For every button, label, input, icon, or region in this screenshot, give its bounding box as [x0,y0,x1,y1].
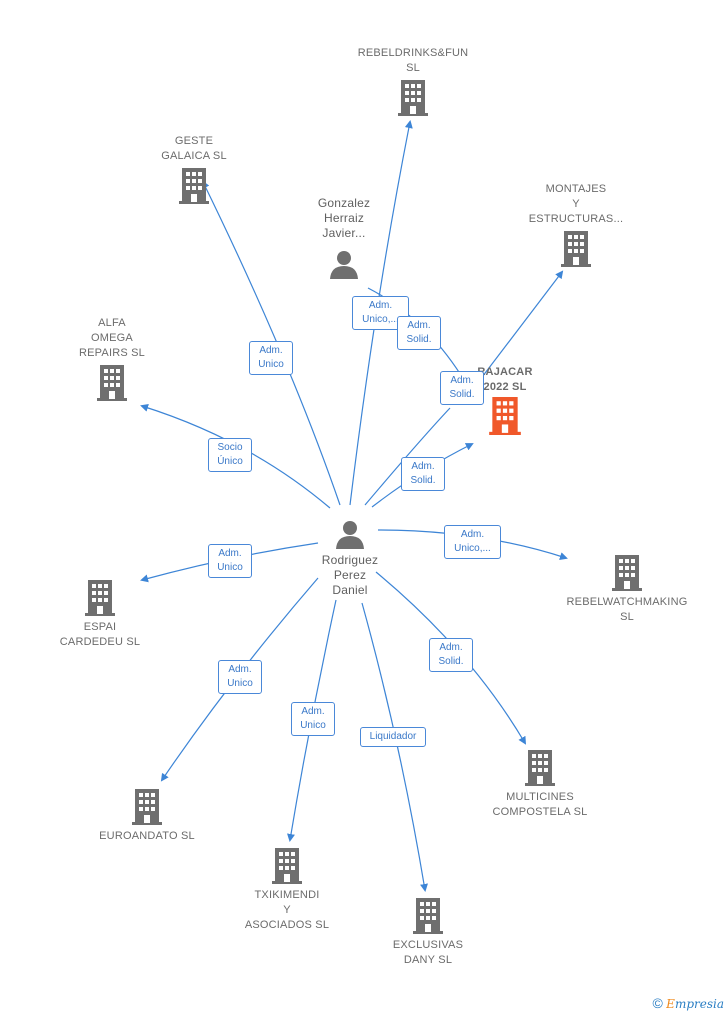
building-icon [489,397,521,435]
building-icon [97,365,127,401]
company-name: MONTAJES Y ESTRUCTURAS... [528,183,624,225]
company-name: RAJACAR 2022 SL [477,366,533,393]
person-name: Rodriguez Perez Daniel [321,553,379,597]
company-rebeldrinks[interactable]: REBELDRINKS&FUN SL [348,46,478,116]
relation-label-rebeldrinks[interactable]: Adm. Unico,... [352,296,409,330]
relation-label-txikimendi[interactable]: Adm. Unico [291,702,335,736]
company-name: TXIKIMENDI Y ASOCIADOS SL [244,889,330,931]
building-icon [179,168,209,204]
relation-label-multicines[interactable]: Adm. Solid. [429,638,473,672]
company-name: ESPAI CARDEDEU SL [59,621,141,648]
building-icon [132,789,162,825]
company-name: REBELWATCHMAKING SL [566,596,688,623]
company-exclusivas[interactable]: EXCLUSIVAS DANY SL [378,898,478,968]
company-rebelwatch[interactable]: REBELWATCHMAKING SL [557,555,697,625]
person-icon [330,251,358,279]
company-name: GESTE GALAICA SL [161,135,227,162]
building-icon [561,231,591,267]
company-alfa[interactable]: ALFA OMEGA REPAIRS SL [57,316,167,401]
company-montajes[interactable]: MONTAJES Y ESTRUCTURAS... [516,182,636,267]
relation-label-exclusivas[interactable]: Liquidador [360,727,426,747]
company-name: MULTICINES COMPOSTELA SL [492,791,588,818]
company-euroandato[interactable]: EUROANDATO SL [87,789,207,844]
copyright-icon: © [652,995,663,1011]
building-icon [612,555,642,591]
company-name: REBELDRINKS&FUN SL [357,47,469,74]
relation-label-montajes[interactable]: Adm. Solid. [440,371,484,405]
building-icon [413,898,443,934]
company-rajacar[interactable]: RAJACAR 2022 SL [455,365,555,435]
company-geste[interactable]: GESTE GALAICA SL [139,134,249,204]
relation-label-rebelwatch[interactable]: Adm. Unico,... [444,525,501,559]
building-icon [85,580,115,616]
person-name: Gonzalez Herraiz Javier... [317,196,371,240]
relation-label-espai[interactable]: Adm. Unico [208,544,252,578]
building-icon [398,80,428,116]
edge-rajacar-2 [364,407,451,506]
person-icon [336,521,364,549]
relation-label-alfa[interactable]: Socio Único [208,438,252,472]
company-name: EUROANDATO SL [99,830,195,842]
relation-label-gonzalez-rajacar[interactable]: Adm. Solid. [397,316,441,350]
person-gonzalez[interactable]: Gonzalez Herraiz Javier... [304,196,384,279]
empresia-logo: © Empresia [653,995,725,1011]
person-center[interactable]: Rodriguez Perez Daniel [305,519,395,598]
company-name: ALFA OMEGA REPAIRS SL [79,317,145,359]
relation-label-euroandato[interactable]: Adm. Unico [218,660,262,694]
company-name: EXCLUSIVAS DANY SL [392,939,464,966]
relation-label-rajacar[interactable]: Adm. Solid. [401,457,445,491]
building-icon [272,848,302,884]
brand-initial: E [666,997,675,1011]
company-txikimendi[interactable]: TXIKIMENDI Y ASOCIADOS SL [227,848,347,933]
brand-rest: mpresia [674,997,724,1011]
relation-label-geste[interactable]: Adm. Unico [249,341,293,375]
company-multicines[interactable]: MULTICINES COMPOSTELA SL [480,750,600,820]
building-icon [525,750,555,786]
company-espai[interactable]: ESPAI CARDEDEU SL [45,580,155,650]
edge-montajes [475,270,564,386]
